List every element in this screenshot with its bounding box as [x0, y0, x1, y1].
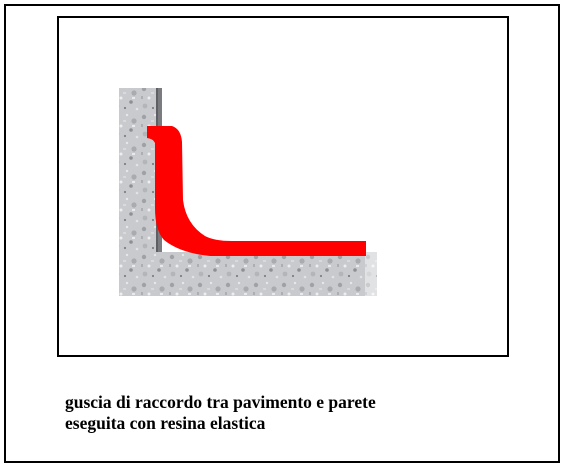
resin-cove-joint: [147, 126, 366, 256]
diagram-caption: guscia di raccordo tra pavimento e paret…: [65, 392, 535, 434]
outer-frame: [4, 4, 560, 463]
concrete-floor: [119, 252, 377, 296]
caption-line-1: guscia di raccordo tra pavimento e paret…: [65, 392, 376, 412]
caption-line-2: eseguita con resina elastica: [65, 413, 266, 433]
